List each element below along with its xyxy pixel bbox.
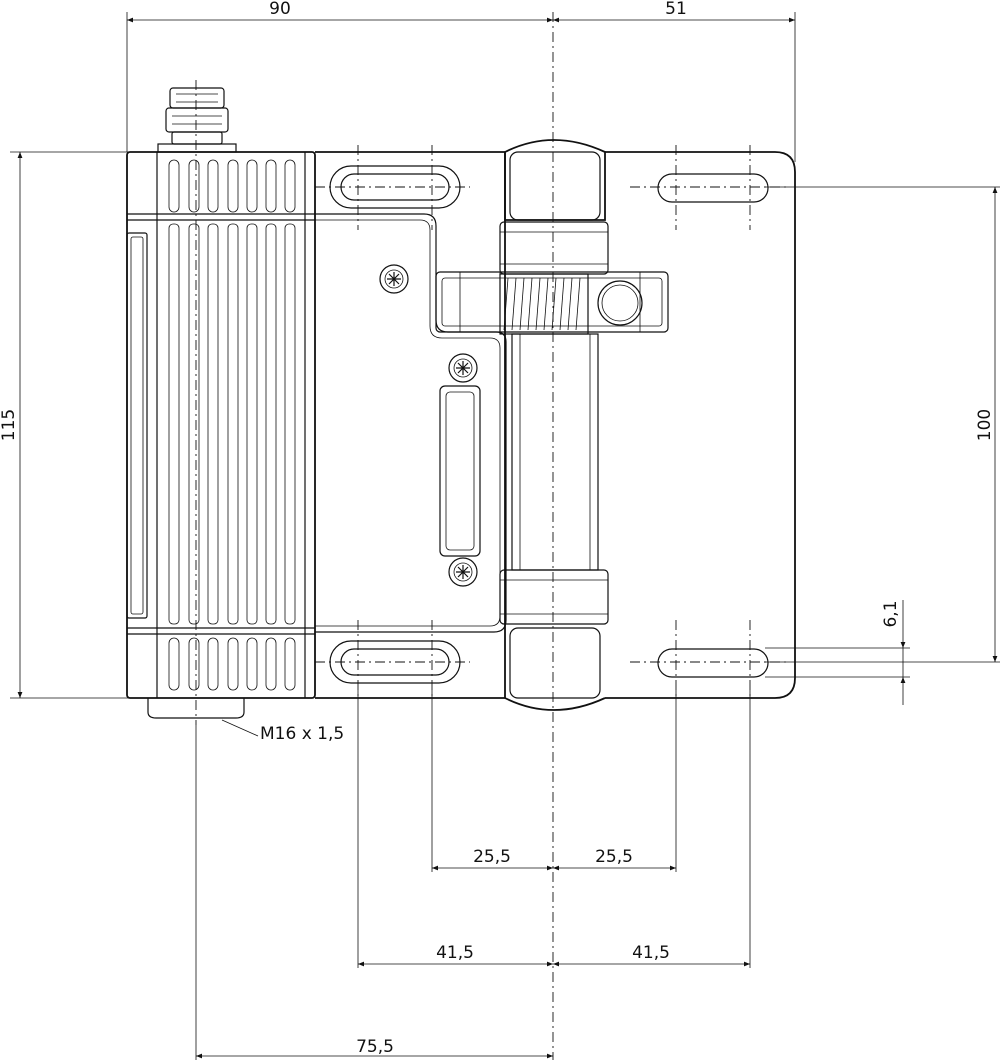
dim-left-height: 115 — [0, 409, 19, 441]
center-lines — [195, 12, 790, 1060]
dim-top-left-width: 90 — [269, 0, 291, 19]
dim-slot-offset: 6,1 — [881, 600, 901, 627]
hinge-leaf-left — [315, 151, 507, 699]
switch-housing — [126, 151, 316, 719]
clamp-lever — [435, 271, 669, 333]
dimension-lines — [17, 17, 998, 1059]
dim-outer-right-spacing: 41,5 — [632, 943, 670, 963]
screw-icon — [448, 353, 478, 383]
dim-outer-left-spacing: 41,5 — [436, 943, 474, 963]
cooling-ribs — [168, 159, 296, 691]
hinge-leaf-right — [605, 151, 796, 699]
thread-label: M16 x 1,5 — [260, 724, 344, 744]
extension-lines — [10, 12, 1000, 1060]
screw-icons — [379, 264, 478, 587]
dim-inner-left-spacing: 25,5 — [473, 847, 511, 867]
dim-connector-offset: 75,5 — [356, 1037, 394, 1057]
dim-top-right-width: 51 — [665, 0, 687, 19]
hinge-barrel — [499, 139, 609, 711]
dim-right-height: 100 — [975, 409, 995, 441]
dim-inner-right-spacing: 25,5 — [595, 847, 633, 867]
screw-icon — [448, 557, 478, 587]
top-connector — [157, 87, 237, 153]
screw-icon — [379, 264, 409, 294]
